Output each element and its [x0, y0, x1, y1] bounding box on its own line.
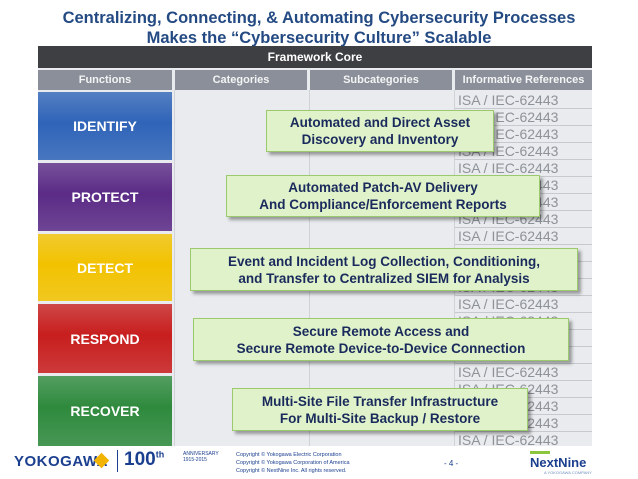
column-divider [174, 90, 175, 446]
callout-line: For Multi-Site Backup / Restore [279, 410, 481, 426]
callout-line: Secure Remote Device-to-Device Connectio… [236, 340, 526, 356]
callout-line: Multi-Site File Transfer Infrastructure [261, 393, 499, 409]
anniversary-years: 1915-2015 [183, 457, 207, 463]
header-subcategories: Subcategories [310, 70, 452, 90]
nextnine-accent [530, 451, 550, 454]
title-line-1: Centralizing, Connecting, & Automating C… [62, 9, 576, 27]
callout-log-collection: Event and Incident Log Collection, Condi… [190, 248, 578, 291]
reference-row: ISA / IEC-62443 [455, 432, 592, 446]
function-detect: DETECT [38, 234, 172, 301]
callout-line: Automated Patch-AV Delivery [288, 180, 478, 195]
copyright-line: Copyright © Yokogawa Corporation of Amer… [236, 460, 350, 466]
function-recover: RECOVER [38, 376, 172, 446]
header-informative-references: Informative References [455, 70, 592, 90]
function-protect: PROTECT [38, 163, 172, 231]
title-line-2: Makes the “Cybersecurity Culture” Scalab… [146, 29, 492, 47]
callout-line: Automated and Direct Asset [289, 115, 471, 130]
page-number: - 4 - [444, 459, 459, 468]
copyright-block: Copyright © Yokogawa Electric Corporatio… [236, 451, 350, 475]
anniversary-logo: 100th [124, 449, 164, 471]
anniversary-suffix: th [155, 449, 165, 460]
header-functions: Functions [38, 70, 172, 90]
copyright-line: Copyright © Yokogawa Electric Corporatio… [236, 452, 342, 458]
anniversary-text: ANNIVERSARY 1915-2015 [183, 451, 219, 463]
nextnine-tagline: A YOKOGAWA COMPANY [544, 470, 592, 475]
anniversary-number: 100 [124, 449, 156, 470]
callout-line: And Compliance/Enforcement Reports [259, 197, 507, 212]
reference-row: ISA / IEC-62443 [455, 92, 592, 109]
yokogawa-logo: YOKOGAWA [14, 453, 109, 470]
copyright-line: Copyright © NextNine Inc. All rights res… [236, 468, 347, 474]
footer-divider [117, 450, 118, 472]
reference-row: ISA / IEC-62443 [455, 228, 592, 245]
anniversary-label: ANNIVERSARY [183, 451, 219, 457]
framework-core-header: Framework Core [38, 46, 592, 68]
nextnine-logo: NextNine [530, 455, 587, 470]
reference-row: ISA / IEC-62443 [455, 296, 592, 313]
reference-row: ISA / IEC-62443 [455, 364, 592, 381]
header-categories: Categories [175, 70, 307, 90]
function-identify: IDENTIFY [38, 92, 172, 160]
slide-title: Centralizing, Connecting, & Automating C… [0, 8, 638, 48]
function-respond: RESPOND [38, 304, 172, 373]
callout-line: Discovery and Inventory [301, 132, 459, 147]
callout-line: and Transfer to Centralized SIEM for Ana… [238, 270, 530, 286]
callout-line: Event and Incident Log Collection, Condi… [228, 253, 540, 269]
framework-core-table: Framework Core Functions Categories Subc… [38, 46, 592, 446]
callout-line: Secure Remote Access and [292, 323, 470, 339]
